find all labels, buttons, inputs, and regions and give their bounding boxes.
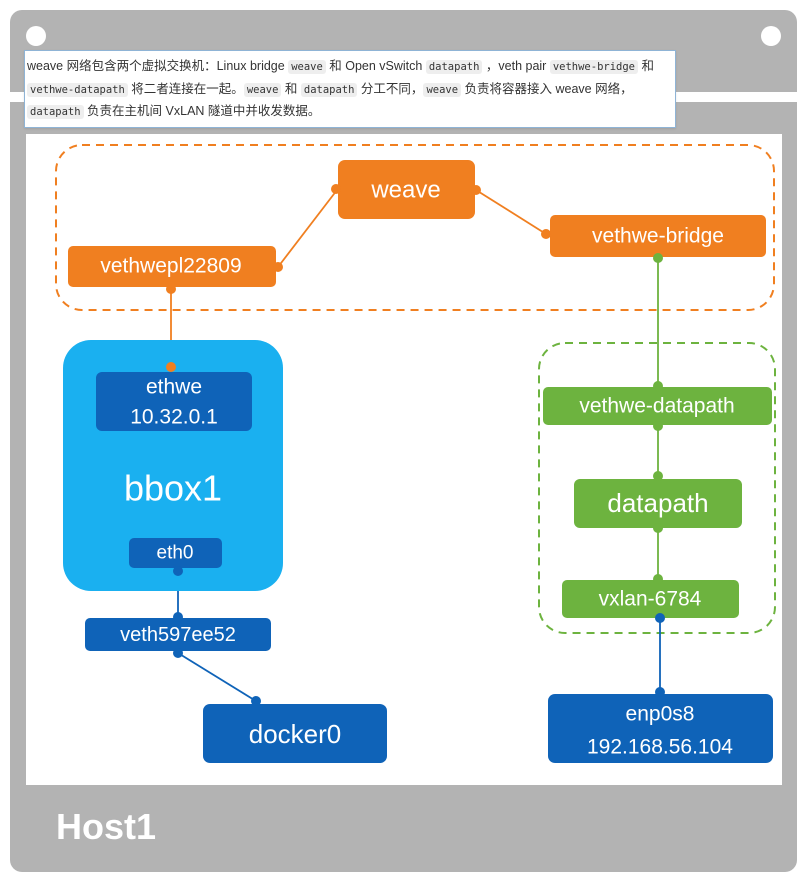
connector-dot [251, 696, 261, 706]
connector-dot [655, 613, 665, 623]
connector-dot [173, 566, 183, 576]
eth0-label: eth0 [157, 543, 194, 564]
weave-group-box [55, 144, 775, 311]
vethwe-datapath-node [543, 387, 772, 425]
link-weave-vethwe-bridge [475, 189, 547, 235]
caption-code: weave [423, 82, 462, 97]
datapath-group-box [538, 342, 776, 634]
vethwepl-node [68, 246, 276, 287]
connector-dot [166, 362, 176, 372]
datapath-label: datapath [607, 488, 708, 518]
bbox1-label: bbox1 [124, 468, 222, 509]
veth597ee52-node [85, 618, 271, 651]
caption-code: weave [243, 82, 282, 97]
vethwe-bridge-node [550, 215, 766, 257]
caption-code: weave [288, 60, 326, 74]
link-vethwepl-weave [277, 189, 338, 268]
enp0s8-node [548, 694, 773, 763]
caption-code: datapath [425, 60, 483, 74]
connector-dot [166, 284, 176, 294]
weave-bridge-node [338, 160, 475, 219]
connector-dot [653, 471, 663, 481]
ethwe-interface [96, 372, 252, 431]
connector-dot [173, 612, 183, 622]
connector-dot [653, 421, 663, 431]
vxlan-label: vxlan-6784 [599, 588, 702, 611]
caption-box: weave 网络包含两个虚拟交换机：Linux bridge weave 和 O… [24, 50, 676, 128]
enp0s8-ip: 192.168.56.104 [587, 736, 733, 759]
link-veth-docker0 [177, 652, 257, 702]
connector-dot [471, 185, 481, 195]
frame-hole-right [761, 26, 781, 46]
caption-code: vethwe-datapath [27, 82, 128, 97]
eth0-interface [129, 538, 222, 568]
caption-text: 和 Open vSwitch [325, 59, 426, 73]
ethwe-ip: 10.32.0.1 [130, 406, 218, 429]
vethwepl-label: vethwepl22809 [100, 255, 241, 278]
caption-text: 将二者连接在一起。 [127, 81, 244, 96]
caption-text: 分工不同， [357, 81, 424, 96]
caption-code: datapath [27, 105, 84, 119]
caption-code: datapath [300, 82, 358, 97]
connector-dot [655, 687, 665, 697]
vethwe-datapath-label: vethwe-datapath [579, 395, 734, 418]
connector-dot [653, 523, 663, 533]
veth597ee52-label: veth597ee52 [120, 624, 236, 646]
connector-dot [331, 184, 341, 194]
caption-text: 和 [281, 81, 301, 96]
frame-hole-left [26, 26, 46, 46]
docker0-node [203, 704, 387, 763]
host-label: Host1 [56, 806, 157, 847]
ethwe-name: ethwe [146, 376, 202, 399]
weave-bridge-label: weave [370, 177, 440, 204]
connector-dot [541, 229, 551, 239]
caption-text: 和 [638, 59, 654, 73]
enp0s8-name: enp0s8 [626, 703, 695, 726]
datapath-node [574, 479, 742, 528]
docker0-label: docker0 [249, 719, 342, 749]
caption-text: ，veth pair [482, 59, 550, 73]
connector-dot [273, 262, 283, 272]
vxlan-node [562, 580, 739, 618]
caption-text: weave 网络包含两个虚拟交换机：Linux bridge [27, 59, 289, 73]
vethwe-bridge-label: vethwe-bridge [592, 225, 724, 248]
caption-code: vethwe-bridge [549, 60, 638, 74]
caption-text: 负责将容器接入 weave 网络， [461, 81, 633, 96]
caption-text: 负责在主机间 VxLAN 隧道中并收发数据。 [83, 104, 321, 118]
connector-dot [653, 253, 663, 263]
connector-dot [653, 574, 663, 584]
connector-dot [653, 381, 663, 391]
connector-dot [173, 648, 183, 658]
